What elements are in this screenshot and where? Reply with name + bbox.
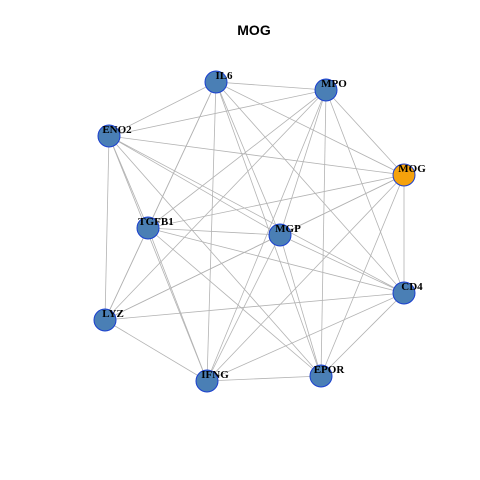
- edge-mgp-epor: [279, 234, 322, 377]
- node-label-ifng: IFNG: [201, 369, 229, 381]
- edge-tgfb1-lyz: [104, 227, 149, 321]
- edge-layer: [104, 81, 405, 382]
- edge-ifng-epor: [206, 375, 322, 382]
- edge-mgp-lyz: [104, 234, 281, 321]
- edge-mog-tgfb1: [147, 174, 405, 229]
- edge-mpo-mgp: [279, 89, 327, 236]
- edge-lyz-ifng: [104, 319, 208, 382]
- edge-mgp-ifng: [206, 234, 281, 382]
- edge-eno2-lyz: [104, 135, 110, 321]
- edge-il6-eno2: [108, 81, 217, 137]
- edge-eno2-ifng: [108, 135, 208, 382]
- edge-eno2-mog: [108, 135, 405, 176]
- node-label-cd4: CD4: [401, 281, 423, 293]
- edge-mpo-mog: [325, 89, 405, 176]
- edge-mpo-tgfb1: [147, 89, 327, 229]
- edge-mpo-cd4: [325, 89, 405, 294]
- edge-tgfb1-epor: [147, 227, 322, 377]
- edge-mpo-ifng: [206, 89, 327, 382]
- node-mog: [392, 163, 416, 187]
- edge-cd4-lyz: [104, 292, 405, 321]
- edge-eno2-cd4: [108, 135, 405, 294]
- edge-eno2-mgp: [108, 135, 281, 236]
- node-epor: [309, 364, 333, 388]
- node-eno2: [97, 124, 121, 148]
- edge-cd4-ifng: [206, 292, 405, 382]
- node-cd4: [392, 281, 416, 305]
- edge-cd4-epor: [320, 292, 405, 377]
- edge-il6-epor: [215, 81, 322, 377]
- node-label-tgfb1: TGFB1: [138, 216, 173, 228]
- node-mpo: [314, 78, 338, 102]
- node-label-mpo: MPO: [321, 78, 347, 90]
- edge-tgfb1-mgp: [147, 227, 281, 236]
- node-il6: [204, 70, 228, 94]
- node-tgfb1: [136, 216, 160, 240]
- node-lyz: [93, 308, 117, 332]
- edge-eno2-epor: [108, 135, 322, 377]
- node-label-mog: MOG: [398, 163, 426, 175]
- edge-mpo-lyz: [104, 89, 327, 321]
- edge-il6-mgp: [215, 81, 281, 236]
- graph-title: MOG: [237, 22, 271, 38]
- edge-mog-epor: [320, 174, 405, 377]
- node-ifng: [195, 369, 219, 393]
- edge-mgp-cd4: [279, 234, 405, 294]
- node-mgp: [268, 223, 292, 247]
- edge-tgfb1-cd4: [147, 227, 405, 294]
- node-label-mgp: MGP: [275, 223, 301, 235]
- node-label-lyz: LYZ: [102, 308, 124, 320]
- edge-mog-ifng: [206, 174, 405, 382]
- node-layer: [93, 70, 416, 393]
- edge-mpo-eno2: [108, 89, 327, 137]
- node-label-il6: IL6: [215, 70, 233, 82]
- node-label-eno2: ENO2: [102, 124, 132, 136]
- node-label-epor: EPOR: [314, 364, 346, 376]
- edge-tgfb1-ifng: [147, 227, 208, 382]
- edge-mpo-epor: [320, 89, 327, 377]
- edge-il6-mpo: [215, 81, 327, 91]
- edge-il6-cd4: [215, 81, 405, 294]
